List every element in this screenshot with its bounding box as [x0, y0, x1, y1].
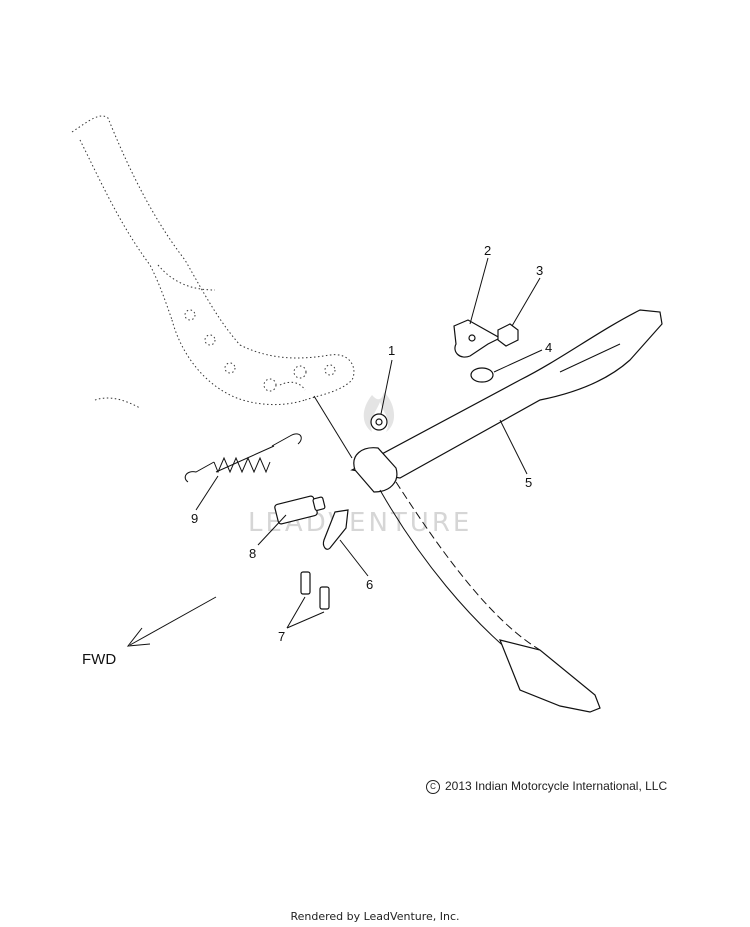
flange-bolt	[497, 323, 519, 347]
callout-2: 2	[484, 243, 491, 258]
callout-4: 4	[545, 340, 552, 355]
kickstand	[350, 309, 663, 713]
switch-bracket	[274, 495, 326, 525]
washer	[470, 367, 494, 383]
leader-lines	[195, 257, 543, 629]
copyright-symbol: C	[426, 780, 440, 794]
forward-label: FWD	[82, 651, 116, 668]
forward-arrow	[126, 596, 217, 647]
frame-tube	[71, 115, 355, 409]
callout-1: 1	[388, 343, 395, 358]
bolts	[300, 571, 330, 610]
callout-3: 3	[536, 263, 543, 278]
spring	[184, 433, 302, 483]
nut	[370, 413, 388, 431]
callout-5: 5	[525, 475, 532, 490]
copyright-notice: C 2013 Indian Motorcycle International, L…	[426, 779, 667, 794]
callout-6: 6	[366, 577, 373, 592]
callout-9: 9	[191, 511, 198, 526]
copyright-text: 2013 Indian Motorcycle International, LL…	[445, 779, 668, 793]
callout-8: 8	[249, 546, 256, 561]
switch-plate	[453, 319, 502, 358]
pivot-pin	[322, 509, 349, 550]
rendered-by-footer: Rendered by LeadVenture, Inc.	[290, 910, 460, 923]
callout-7: 7	[278, 629, 285, 644]
